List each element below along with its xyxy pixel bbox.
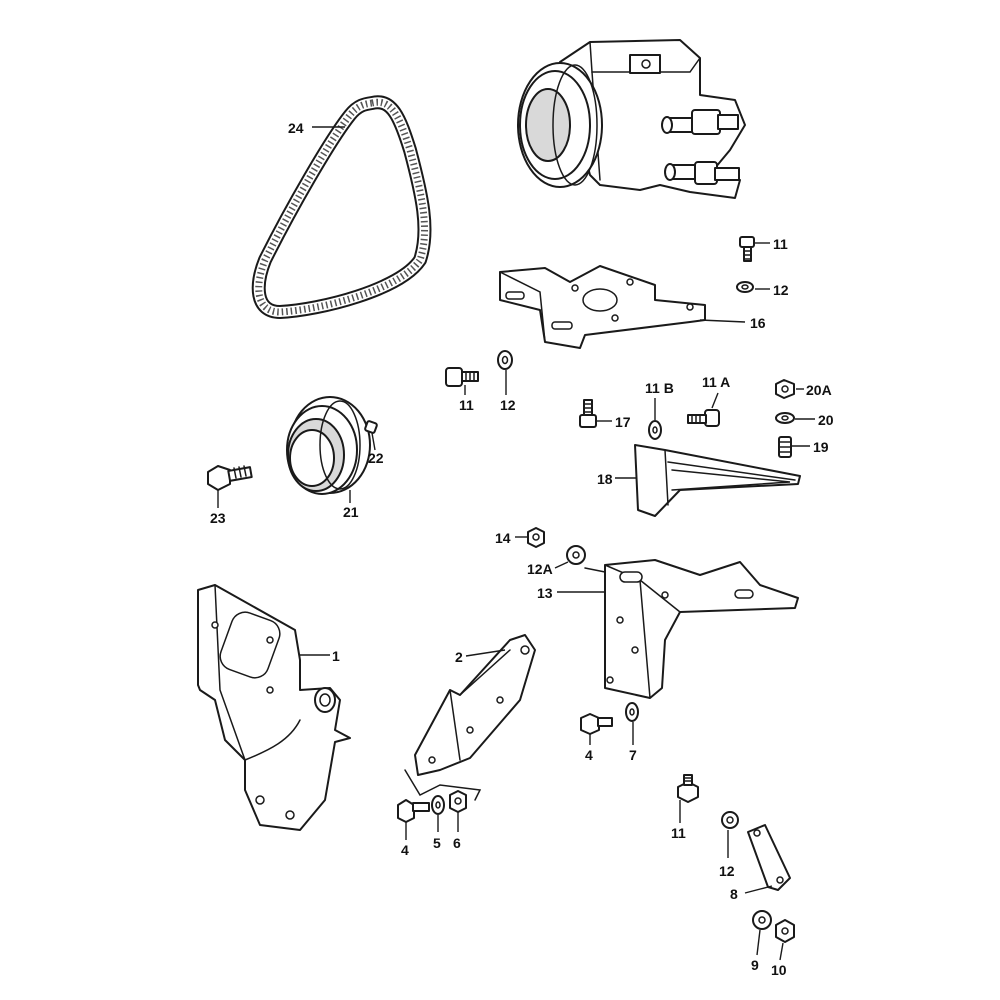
callout-11-low: 11 bbox=[671, 825, 686, 841]
key-22 bbox=[364, 420, 378, 434]
callout-14: 14 bbox=[495, 530, 511, 546]
callout-12-mid: 12 bbox=[500, 397, 516, 413]
leader-lines bbox=[217, 126, 815, 961]
washer-20-hole bbox=[781, 415, 789, 421]
bolt-17 bbox=[579, 399, 597, 428]
callout-7: 7 bbox=[629, 747, 637, 763]
callout-18: 18 bbox=[597, 471, 613, 487]
compressor bbox=[517, 39, 746, 199]
bracket-13 bbox=[584, 559, 799, 699]
callout-20a: 20A bbox=[806, 382, 832, 398]
washer-12-low-hole bbox=[726, 816, 734, 824]
washer-7-hole bbox=[629, 708, 635, 716]
bolt-11-mid bbox=[445, 367, 479, 387]
callout-22: 22 bbox=[368, 450, 384, 466]
nut-10 bbox=[775, 919, 795, 943]
bolt-23 bbox=[207, 465, 253, 491]
callout-11-mid: 11 bbox=[459, 397, 474, 413]
callout-13: 13 bbox=[537, 585, 553, 601]
callout-24: 24 bbox=[288, 120, 304, 136]
bracket-2 bbox=[404, 634, 536, 801]
callout-9: 9 bbox=[751, 957, 759, 973]
bracket-1 bbox=[197, 584, 351, 831]
mounting-bracket-16 bbox=[499, 265, 706, 349]
callout-10: 10 bbox=[771, 962, 787, 978]
callouts: 24 11 12 16 11 12 11 B 11 A 20A 20 17 19… bbox=[210, 120, 834, 978]
callout-17: 17 bbox=[615, 414, 631, 430]
callout-5: 5 bbox=[433, 835, 441, 851]
washer-9-hole bbox=[758, 916, 766, 924]
callout-20: 20 bbox=[818, 412, 834, 428]
callout-12a: 12A bbox=[527, 561, 553, 577]
callout-12-top: 12 bbox=[773, 282, 789, 298]
bolt-4-left bbox=[397, 799, 430, 823]
callout-11b: 11 B bbox=[645, 380, 674, 396]
callout-4-right: 4 bbox=[585, 747, 593, 763]
washer-5-hole bbox=[435, 801, 441, 809]
nut-14 bbox=[527, 527, 545, 548]
callout-16: 16 bbox=[750, 315, 766, 331]
nut-20a bbox=[775, 379, 795, 399]
callout-8: 8 bbox=[730, 886, 738, 902]
strap-8 bbox=[747, 824, 791, 891]
bolt-11-top bbox=[739, 236, 755, 262]
bracket-18 bbox=[634, 444, 801, 517]
stud-19 bbox=[778, 436, 792, 458]
washer-12-top-hole bbox=[741, 284, 749, 290]
pulley-21 bbox=[286, 396, 371, 495]
callout-11-top: 11 bbox=[773, 236, 788, 252]
callout-19: 19 bbox=[813, 439, 829, 455]
callout-21: 21 bbox=[343, 504, 359, 520]
callout-6: 6 bbox=[453, 835, 461, 851]
bolt-4-right bbox=[580, 713, 613, 735]
v-belt bbox=[251, 95, 432, 319]
washer-12a-hole bbox=[572, 551, 580, 559]
callout-4-left: 4 bbox=[401, 842, 409, 858]
callout-11a: 11 A bbox=[702, 374, 730, 390]
bolt-11-low bbox=[677, 774, 699, 803]
callout-2: 2 bbox=[455, 649, 463, 665]
bolt-11a bbox=[687, 409, 720, 427]
washer-11b-hole bbox=[652, 426, 658, 434]
nut-6 bbox=[449, 790, 467, 813]
callout-23: 23 bbox=[210, 510, 226, 526]
washer-12-mid-hole bbox=[501, 355, 509, 365]
callout-12-low: 12 bbox=[719, 863, 735, 879]
callout-1: 1 bbox=[332, 648, 340, 664]
